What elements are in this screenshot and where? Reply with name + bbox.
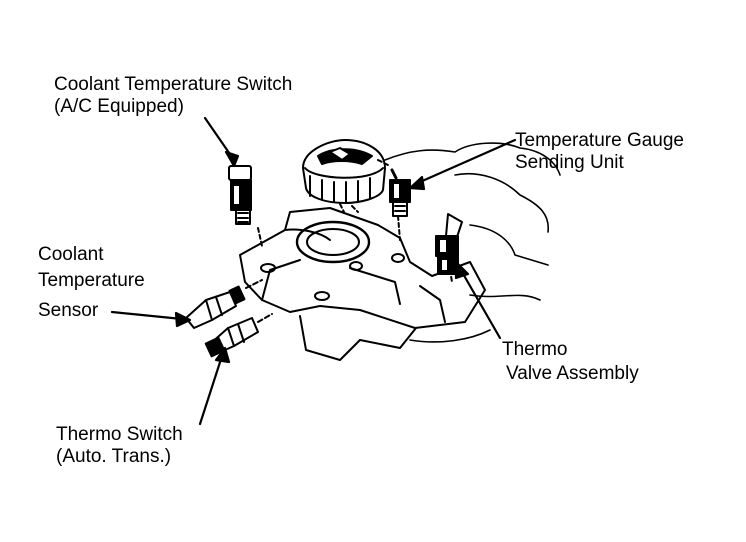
label-temp-gauge-sender: Temperature Gauge Sending Unit <box>515 130 684 174</box>
label-temp-gauge-sender-line1: Temperature Gauge <box>515 130 684 151</box>
filler-cap <box>302 139 391 213</box>
thermo-switch-part <box>204 313 273 358</box>
leader-lines <box>110 116 517 426</box>
label-coolant-temp-switch: Coolant Temperature Switch (A/C Equipped… <box>54 74 292 118</box>
engine-contour-lines <box>384 142 561 343</box>
coolant-temp-switch-part <box>228 165 263 247</box>
label-coolant-temp-switch-line2: (A/C Equipped) <box>54 96 184 117</box>
label-thermo-valve: Thermo Valve Assembly <box>502 338 639 386</box>
temp-gauge-sender-part <box>389 168 411 241</box>
label-coolant-temp-sensor-line2: Temperature <box>38 270 145 291</box>
label-thermo-switch-line2: (Auto. Trans.) <box>56 446 172 467</box>
thermo-valve-part <box>435 213 463 283</box>
label-coolant-temp-sensor-line1: Coolant <box>38 244 104 265</box>
label-coolant-temp-sensor: Coolant Temperature Sensor <box>38 242 145 324</box>
coolant-temp-sensor-part <box>185 279 263 329</box>
label-thermo-valve-line1: Thermo <box>502 339 568 360</box>
label-thermo-switch: Thermo Switch (Auto. Trans.) <box>56 424 183 468</box>
label-coolant-temp-switch-line1: Coolant Temperature Switch <box>54 74 293 95</box>
label-coolant-temp-sensor-line3: Sensor <box>38 300 99 321</box>
label-temp-gauge-sender-line2: Sending Unit <box>515 152 624 173</box>
label-thermo-switch-line1: Thermo Switch <box>56 424 183 445</box>
thermostat-housing <box>239 207 486 361</box>
label-thermo-valve-line2: Valve Assembly <box>506 363 639 384</box>
